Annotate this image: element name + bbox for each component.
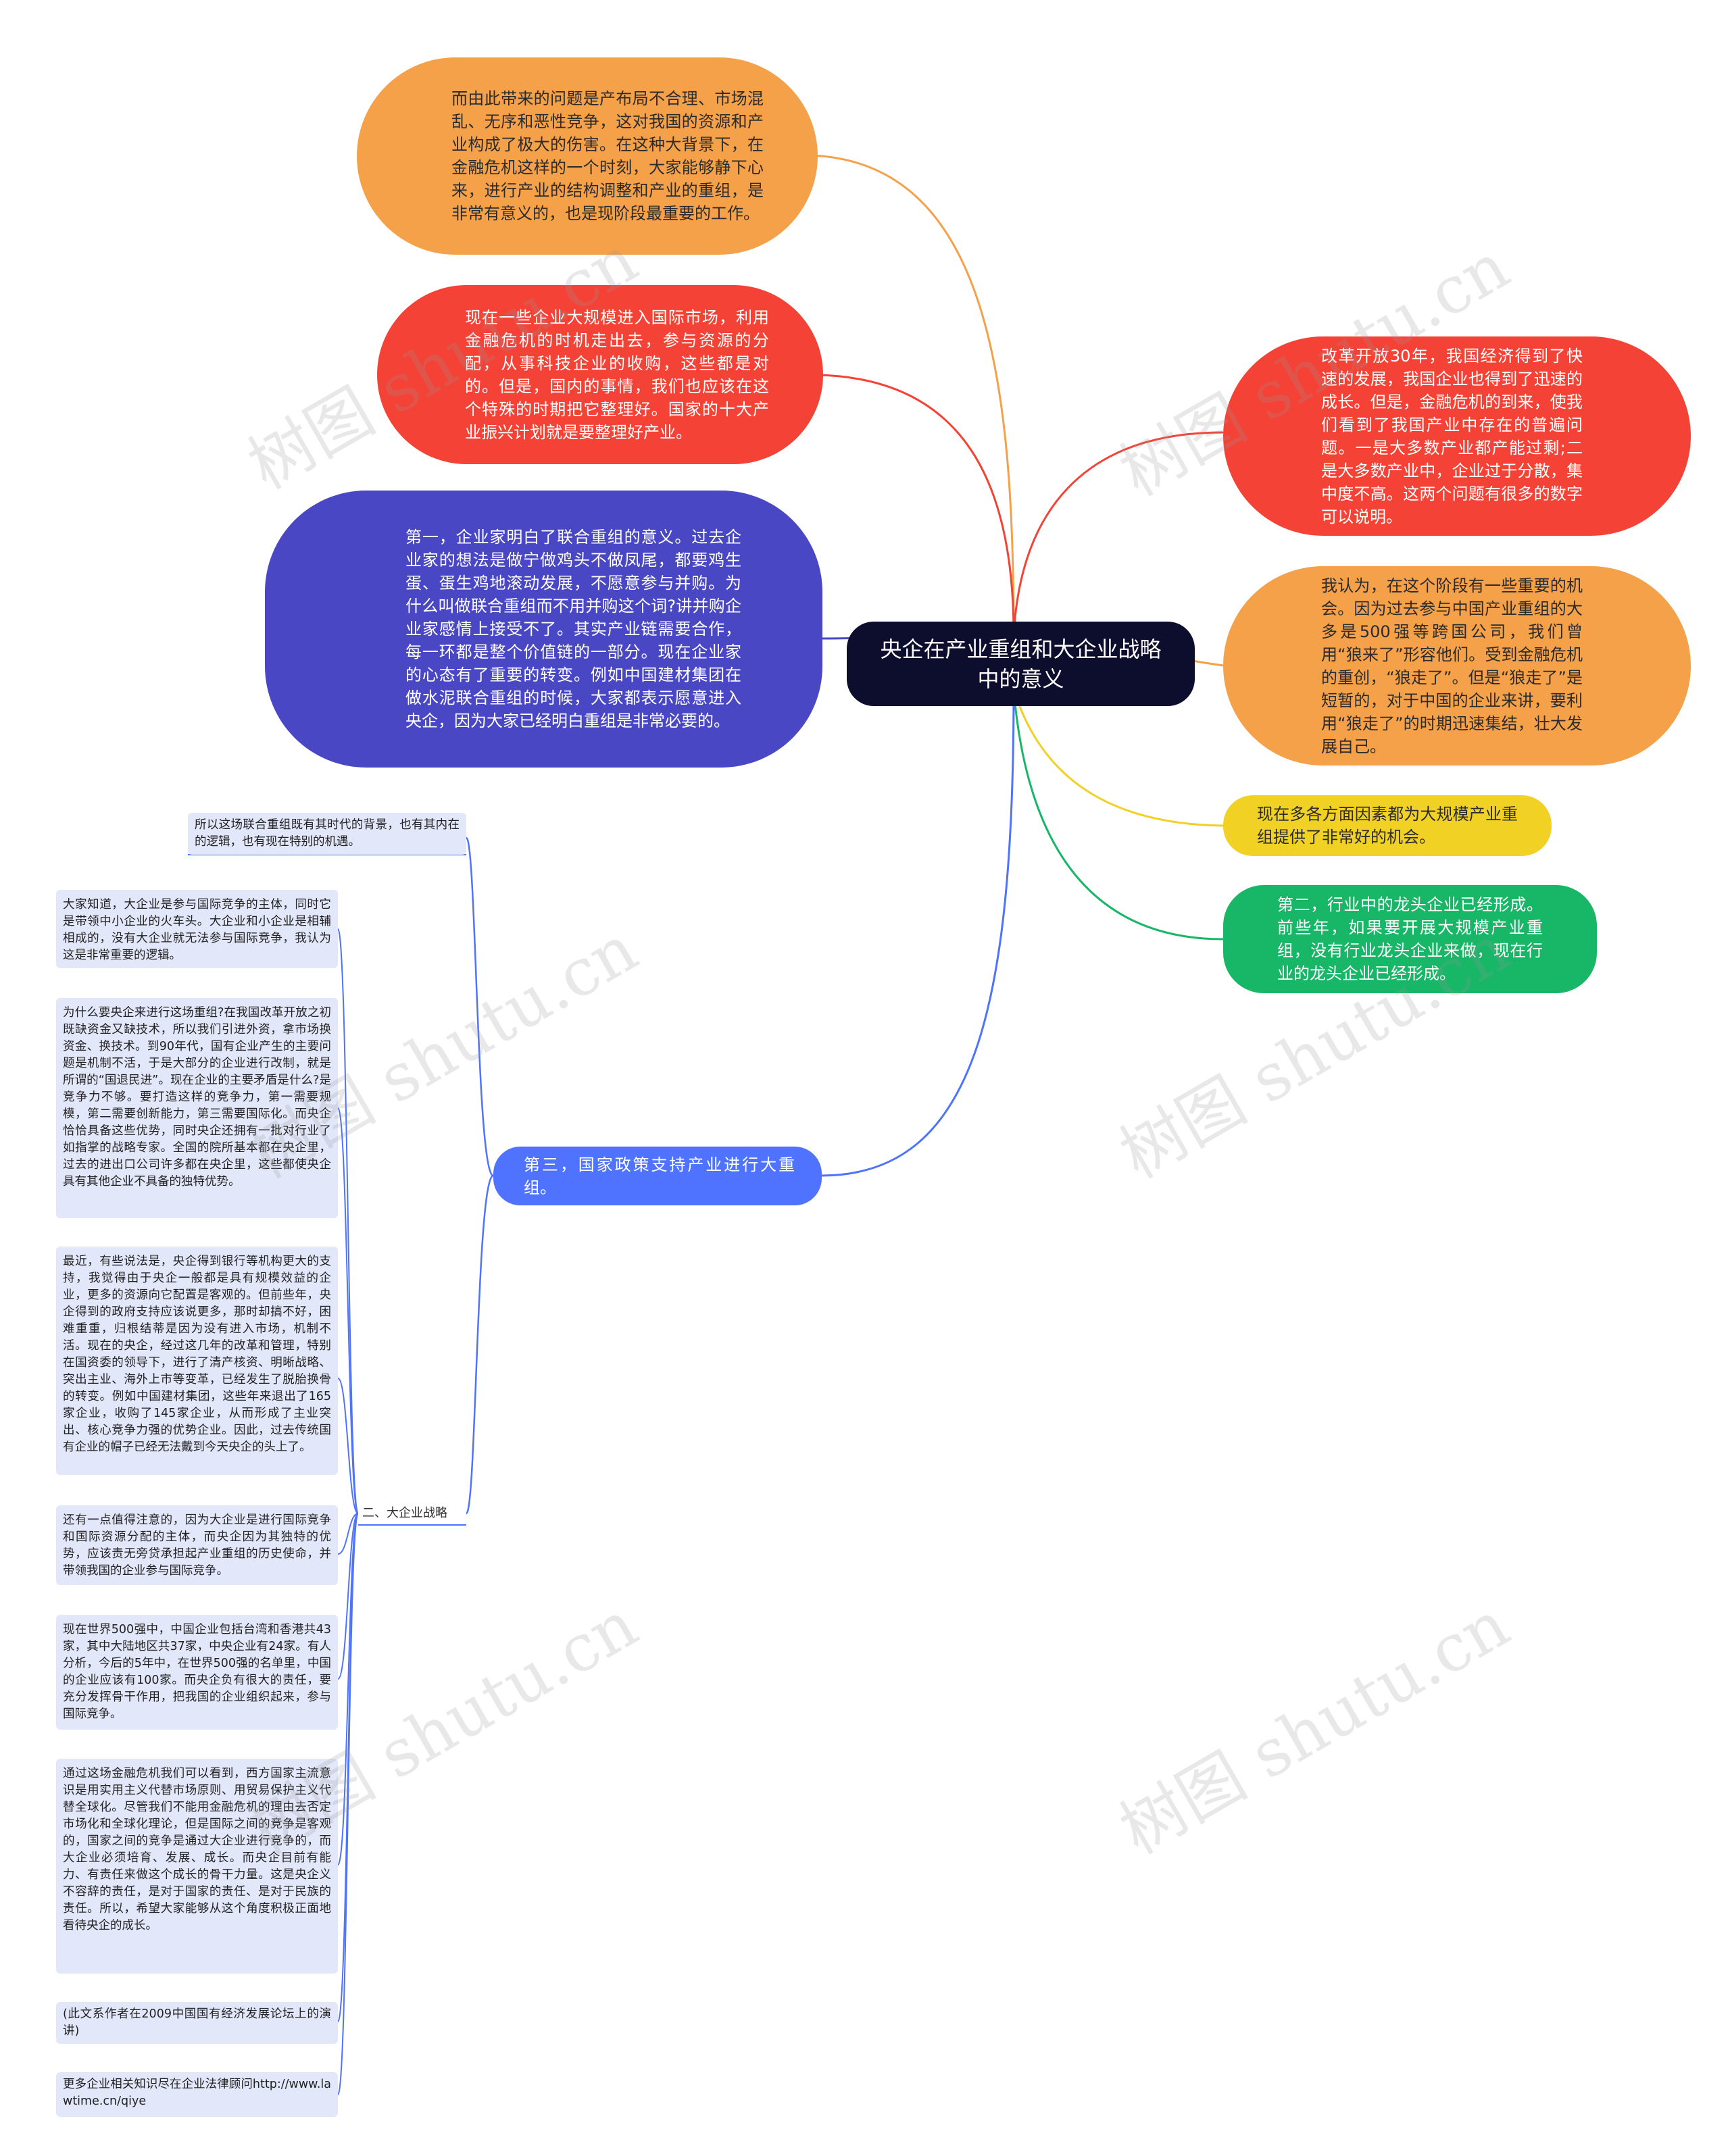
card-text: 为什么要央企来进行这场重组?在我国改革开放之初既缺资金又缺技术，所以我们引进外资… [63, 1006, 331, 1188]
node-right-second-reason[interactable]: 第二，行业中的龙头企业已经形成。前些年，如果要开展大规模产业重组，没有行业龙头企… [1223, 885, 1597, 993]
link-card-1 [337, 928, 359, 1514]
node-left-going-global-text: 现在一些企业大规模进入国际市场，利用金融危机的时机走出去，参与资源的分配，从事科… [465, 307, 769, 442]
card-text: 还有一点值得注意的，因为大企业是进行国际竞争和国际资源分配的主体，而央企因为其独… [63, 1513, 331, 1578]
link-center-left-2 [817, 374, 1015, 636]
card-bank-support[interactable]: 最近，有些说法是，央企得到银行等机构更大的支持，我觉得由于央企一般都是具有规模效… [56, 1247, 338, 1475]
node-right-reform-growth-text: 改革开放30年，我国经济得到了快速的发展，我国企业也得到了迅速的成长。但是，金融… [1321, 346, 1583, 526]
node-background-text: 所以这场联合重组既有其时代的背景，也有其内在的逻辑，也有现在特别的机遇。 [195, 818, 460, 849]
link-card-8 [337, 1513, 359, 2095]
link-card-3 [337, 1378, 359, 1514]
card-big-enterprise-role[interactable]: 大家知道，大企业是参与国际竞争的主体，同时它是带领中小企业的火车头。大企业和小企… [56, 890, 338, 968]
link-center-right-4 [1012, 688, 1224, 941]
link-card-5 [337, 1513, 359, 1680]
node-right-opportunity[interactable]: 我认为，在这个阶段有一些重要的机会。因为过去参与中国产业重组的大多是500强等跨… [1223, 566, 1691, 766]
link-card-4 [337, 1513, 359, 1555]
card-text: 最近，有些说法是，央企得到银行等机构更大的支持，我觉得由于央企一般都是具有规模效… [63, 1255, 331, 1454]
card-historic-mission[interactable]: 还有一点值得注意的，因为大企业是进行国际竞争和国际资源分配的主体，而央企因为其独… [56, 1505, 338, 1585]
center-topic[interactable]: 央企在产业重组和大企业战略中的意义 [847, 622, 1195, 706]
card-text: 更多企业相关知识尽在企业法律顾问http://www.lawtime.cn/qi… [63, 2078, 331, 2108]
node-strategy-label[interactable]: 二、大企业战略 [362, 1505, 470, 1524]
card-source-note[interactable]: (此文系作者在2009中国国有经济发展论坛上的演讲) [56, 2002, 338, 2044]
link-center-right-3 [1012, 688, 1224, 827]
link-center-left-4 [820, 688, 1015, 1177]
node-left-first-reason[interactable]: 第一，企业家明白了联合重组的意义。过去企业家的想法是做宁做鸡头不做凤尾，都要鸡生… [265, 491, 822, 768]
node-left-industry-problem-text: 而由此带来的问题是产布局不合理、市场混乱、无序和恶性竞争，这对我国的资源和产业构… [451, 89, 764, 223]
node-right-reform-growth[interactable]: 改革开放30年，我国经济得到了快速的发展，我国企业也得到了迅速的成长。但是，金融… [1223, 336, 1691, 536]
card-fortune-500[interactable]: 现在世界500强中，中国企业包括台湾和香港共43家，其中大陆地区共37家，中央企… [56, 1615, 338, 1730]
link-blue-background [465, 836, 495, 1177]
node-right-factors[interactable]: 现在多各方面因素都为大规模产业重组提供了非常好的机会。 [1223, 795, 1552, 856]
card-more-link[interactable]: 更多企业相关知识尽在企业法律顾问http://www.lawtime.cn/qi… [56, 2072, 338, 2117]
card-text: 通过这场金融危机我们可以看到，西方国家主流意识是用实用主义代替市场原则、用贸易保… [63, 1767, 331, 1932]
center-topic-label: 央企在产业重组和大企业战略中的意义 [880, 636, 1162, 692]
node-right-second-reason-text: 第二，行业中的龙头企业已经形成。前些年，如果要开展大规模产业重组，没有行业龙头企… [1277, 895, 1543, 983]
card-text: 现在世界500强中，中国企业包括台湾和香港共43家，其中大陆地区共37家，中央企… [63, 1623, 331, 1721]
node-left-first-reason-text: 第一，企业家明白了联合重组的意义。过去企业家的想法是做宁做鸡头不做凤尾，都要鸡生… [405, 528, 741, 730]
card-financial-crisis-lesson[interactable]: 通过这场金融危机我们可以看到，西方国家主流意识是用实用主义代替市场原则、用贸易保… [56, 1759, 338, 1974]
node-left-third-reason[interactable]: 第三，国家政策支持产业进行大重组。 [493, 1147, 822, 1205]
card-text: 大家知道，大企业是参与国际竞争的主体，同时它是带领中小企业的火车头。大企业和小企… [63, 898, 331, 962]
node-left-going-global[interactable]: 现在一些企业大规模进入国际市场，利用金融危机的时机走出去，参与资源的分配，从事科… [377, 285, 823, 464]
node-right-opportunity-text: 我认为，在这个阶段有一些重要的机会。因为过去参与中国产业重组的大多是500强等跨… [1321, 576, 1583, 756]
node-background[interactable]: 所以这场联合重组既有其时代的背景，也有其内在的逻辑，也有现在特别的机遇。 [188, 813, 466, 855]
card-text: (此文系作者在2009中国国有经济发展论坛上的演讲) [63, 2007, 331, 2038]
link-card-6 [337, 1513, 359, 1865]
node-left-industry-problem[interactable]: 而由此带来的问题是产布局不合理、市场混乱、无序和恶性竞争，这对我国的资源和产业构… [357, 57, 818, 255]
link-center-right-1 [1012, 431, 1224, 636]
link-card-2 [337, 1107, 359, 1514]
link-blue-strategy [465, 1174, 495, 1515]
card-why-central-enterprises[interactable]: 为什么要央企来进行这场重组?在我国改革开放之初既缺资金又缺技术，所以我们引进外资… [56, 998, 338, 1218]
link-center-left-1 [810, 154, 1015, 636]
node-right-factors-text: 现在多各方面因素都为大规模产业重组提供了非常好的机会。 [1257, 805, 1518, 847]
node-strategy-label-text: 二、大企业战略 [362, 1506, 447, 1520]
node-left-third-reason-text: 第三，国家政策支持产业进行大重组。 [524, 1155, 795, 1197]
